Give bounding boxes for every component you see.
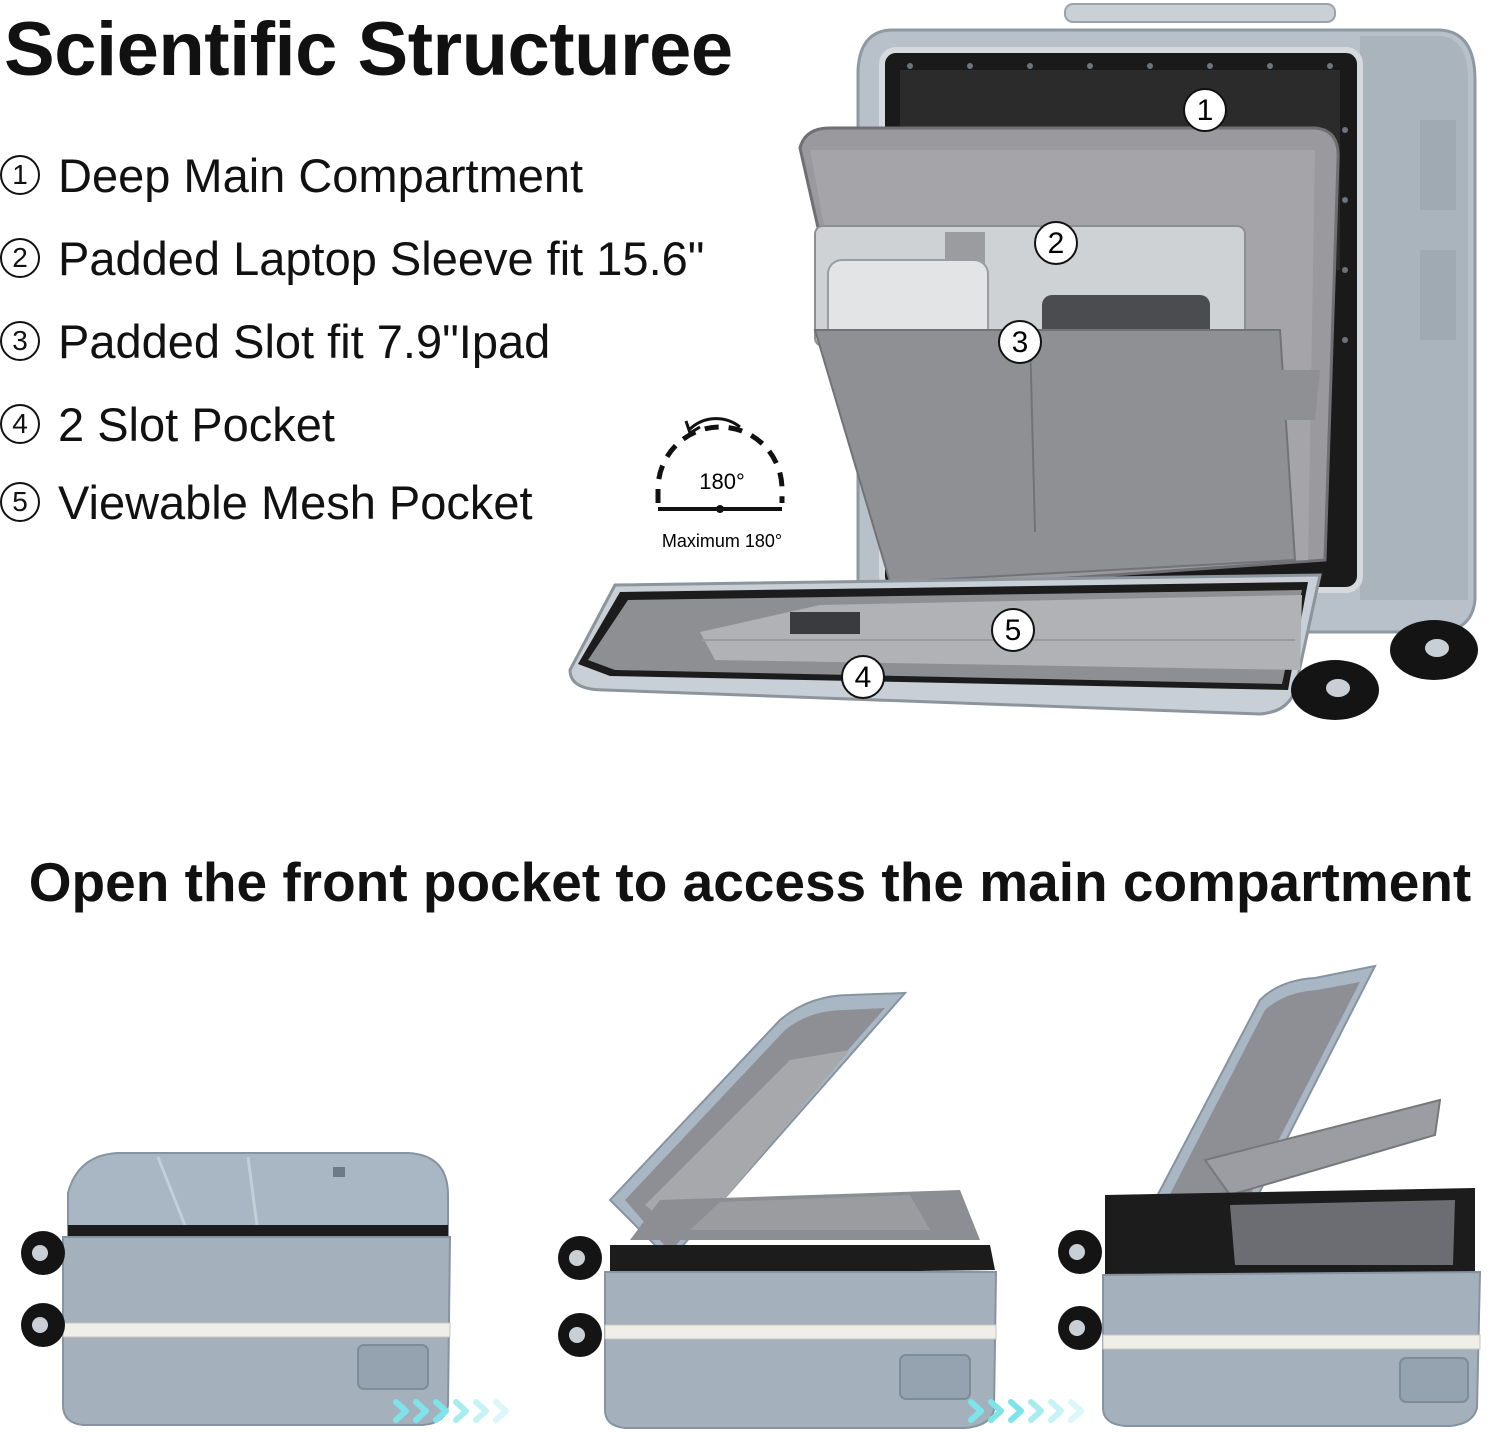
rotate-arrow-icon	[688, 417, 741, 431]
feature-item: 1 Deep Main Compartment	[0, 140, 704, 210]
feature-label: Padded Laptop Sleeve fit 15.6"	[58, 231, 705, 285]
feature-item: 2 Padded Laptop Sleeve fit 15.6"	[0, 223, 704, 293]
feature-number-badge: 4	[0, 404, 40, 444]
feature-label: Deep Main Compartment	[58, 148, 584, 202]
feature-item: 5 Viewable Mesh Pocket	[0, 467, 704, 537]
callout-4: 4	[855, 661, 872, 694]
feature-number-badge: 3	[0, 321, 40, 361]
feature-label: Padded Slot fit 7.9"Ipad	[58, 314, 551, 368]
feature-label: Viewable Mesh Pocket	[58, 475, 533, 529]
feature-item: 3 Padded Slot fit 7.9"Ipad	[0, 306, 704, 376]
arc-icon	[655, 424, 785, 503]
callout-3: 3	[1012, 326, 1029, 359]
suitcase-closed-illustration	[21, 1152, 452, 1426]
section-subtitle: Open the front pocket to access the main…	[28, 851, 1472, 913]
step-arrows-2	[968, 1399, 1084, 1423]
angle-value: 180°	[699, 469, 745, 494]
suitcase-lid-open-illustration	[558, 991, 998, 1429]
suitcase-main-open-illustration	[1058, 964, 1482, 1427]
open-suitcase-illustration: 1 2 3 4 5	[568, 3, 1478, 720]
callout-1: 1	[1197, 94, 1214, 127]
feature-list: 1 Deep Main Compartment 2 Padded Laptop …	[0, 140, 704, 537]
angle-caption: Maximum 180°	[662, 531, 782, 551]
opening-angle-badge: 180° Maximum 180°	[655, 417, 785, 551]
feature-number-badge: 2	[0, 238, 40, 278]
page-title: Scientific Structuree	[4, 7, 733, 92]
feature-number-badge: 5	[0, 482, 40, 522]
feature-label: 2 Slot Pocket	[58, 397, 335, 451]
feature-item: 4 2 Slot Pocket	[0, 389, 704, 459]
feature-number-badge: 1	[0, 155, 40, 195]
callout-2: 2	[1048, 227, 1065, 260]
step-arrows-1	[393, 1399, 509, 1423]
callout-5: 5	[1005, 614, 1022, 647]
